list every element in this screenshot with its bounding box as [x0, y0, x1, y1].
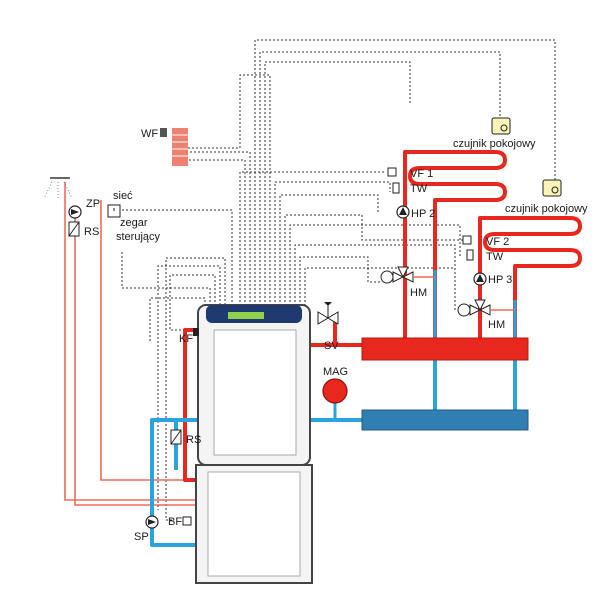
label-sp: SP	[134, 531, 149, 543]
vf2-sensor-icon	[462, 235, 472, 245]
label-vf1: VF 1	[410, 168, 433, 180]
label-hp3: HP 3	[488, 274, 512, 286]
clock-icon	[107, 204, 121, 218]
label-hm1: HM	[410, 287, 427, 299]
label-wf: WF	[141, 128, 158, 140]
label-zegar-1: zegar	[120, 217, 148, 229]
safety-valve-icon	[317, 302, 339, 325]
boiler-flow-pipes	[183, 318, 367, 482]
three-way-valve-icon-2	[457, 299, 491, 317]
label-zp: ZP	[86, 198, 100, 210]
shower-icon	[43, 177, 73, 200]
label-tw1: TW	[410, 183, 428, 195]
label-sv: SV	[324, 340, 339, 352]
room-sensor-icon-1	[491, 117, 511, 135]
label-rs-boiler: RS	[186, 434, 201, 446]
label-zegar-2: sterujący	[116, 231, 161, 243]
label-bf: BF	[168, 516, 182, 528]
pump-icon-hp3	[473, 272, 487, 286]
hot-manifold	[361, 337, 529, 361]
label-hp2: HP 2	[411, 208, 435, 220]
label-sensor-2: czujnik pokojowy	[505, 203, 588, 215]
kf-sensor-icon	[193, 328, 199, 336]
water-tank	[195, 464, 313, 584]
tw1-thermostat-icon	[392, 182, 400, 194]
label-rs-left: RS	[84, 226, 99, 238]
label-tw2: TW	[486, 251, 504, 263]
tw2-thermostat-icon	[466, 249, 474, 261]
label-hm2: HM	[488, 319, 505, 331]
vf1-sensor-icon	[387, 167, 397, 177]
boiler-unit	[197, 304, 311, 466]
floor-heating-loop-2	[478, 216, 582, 347]
room-sensor-icon-2	[542, 179, 562, 197]
pump-icon	[68, 205, 82, 219]
label-mag: MAG	[323, 366, 348, 378]
pump-icon-hp2	[396, 205, 410, 219]
control-wiring	[118, 39, 556, 521]
floor-heating-loop-1	[403, 150, 507, 347]
label-sensor-1: czujnik pokojowy	[453, 138, 536, 150]
outdoor-sensor-icon	[160, 128, 188, 166]
label-vf2: VF 2	[486, 236, 509, 248]
three-way-valve-icon-1	[380, 266, 414, 284]
pump-icon-sp	[145, 515, 159, 529]
cold-manifold	[361, 409, 529, 431]
bf-sensor-icon	[182, 516, 192, 526]
label-kf: KF	[179, 333, 193, 345]
expansion-vessel-icon	[322, 378, 348, 420]
label-siec: sieć	[113, 190, 133, 202]
